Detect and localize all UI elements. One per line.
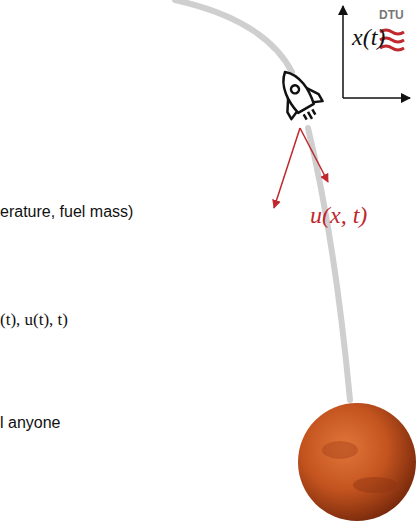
control-label: u(x, t) [310,202,367,228]
bullet-text: erature, fuel mass) [0,203,133,221]
trajectory [175,0,292,72]
axis-arrow [342,6,344,98]
control-arrow [300,128,328,182]
rocket-icon [269,63,327,128]
trajectory [308,128,350,400]
control-arrow [274,128,300,208]
equation-text: (t), u(t), t) [0,311,68,330]
planet-mars [298,403,416,521]
planet-mars [353,477,397,493]
planet-mars [322,441,358,459]
bullet-text: l anyone [0,414,61,432]
state-label: x(t) [352,24,385,50]
axis-arrow [343,97,410,99]
logo-text: DTU [379,9,404,22]
